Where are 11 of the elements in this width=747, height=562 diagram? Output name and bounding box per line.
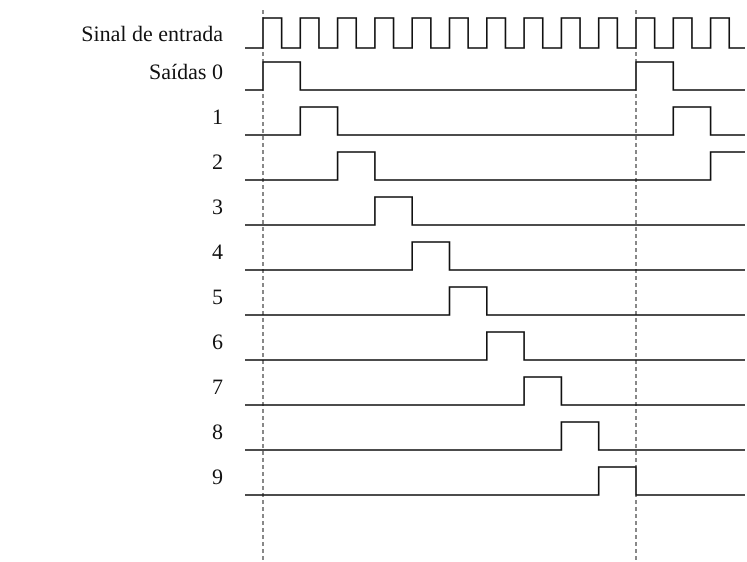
signal-label: 6 [212,330,223,354]
signal-label: 5 [212,285,223,309]
signal-label: 2 [212,150,223,174]
signal-label: 1 [212,105,223,129]
signal-label: Saídas 0 [149,60,223,84]
signal-label: Sinal de entrada [81,22,223,46]
signal-label: 9 [212,465,223,489]
signal-label: 4 [212,240,223,264]
signal-label: 7 [212,375,223,399]
signal-label: 8 [212,420,223,444]
signal-label: 3 [212,195,223,219]
